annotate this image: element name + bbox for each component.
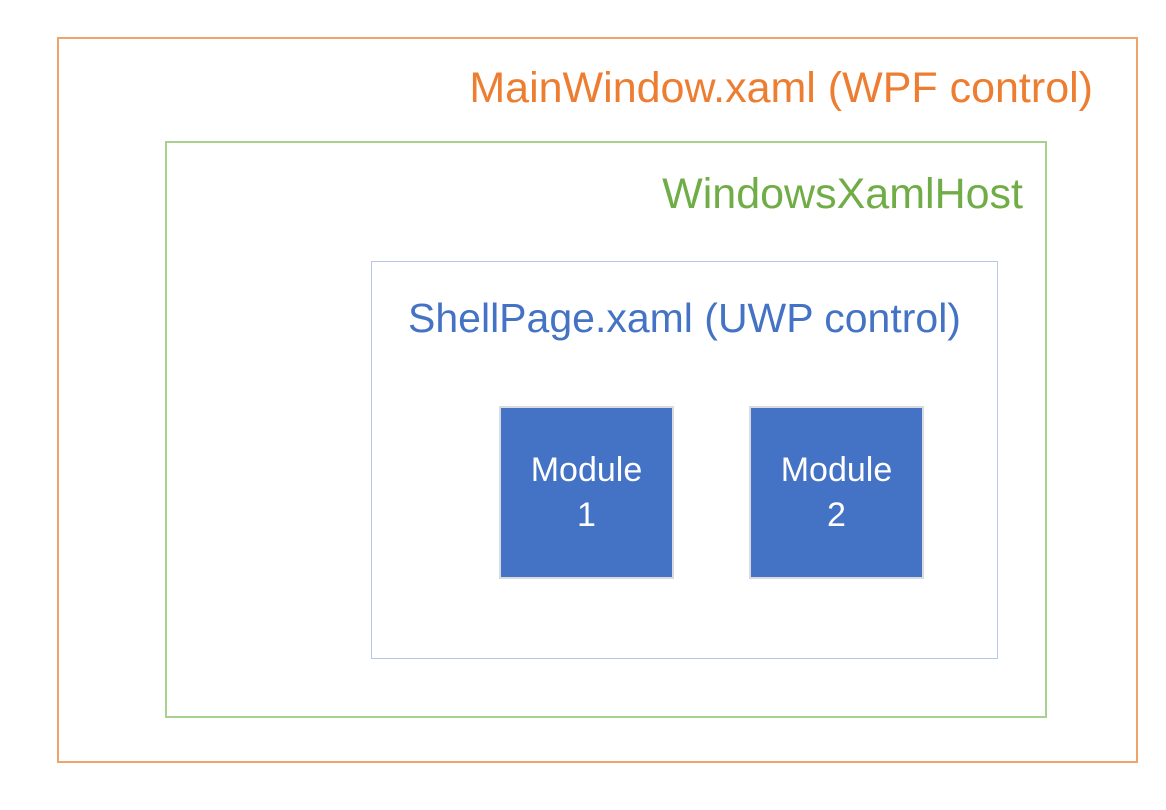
module-1-box: Module 1 (499, 406, 674, 579)
module-1-label-line1: Module (530, 451, 643, 490)
shellpage-uwp-label: ShellPage.xaml (UWP control) (408, 295, 961, 341)
shellpage-uwp-box: ShellPage.xaml (UWP control) Module 1 Mo… (371, 261, 998, 659)
mainwindow-wpf-box: MainWindow.xaml (WPF control) WindowsXam… (57, 37, 1138, 763)
module-1-label-line2: 1 (577, 495, 596, 534)
module-2-label-line2: 2 (827, 495, 846, 534)
module-2-box: Module 2 (749, 406, 924, 579)
mainwindow-wpf-label: MainWindow.xaml (WPF control) (469, 64, 1093, 112)
module-2-label-line1: Module (780, 451, 893, 490)
windowsxamlhost-label: WindowsXamlHost (662, 170, 1023, 218)
windowsxamlhost-box: WindowsXamlHost ShellPage.xaml (UWP cont… (165, 141, 1047, 718)
